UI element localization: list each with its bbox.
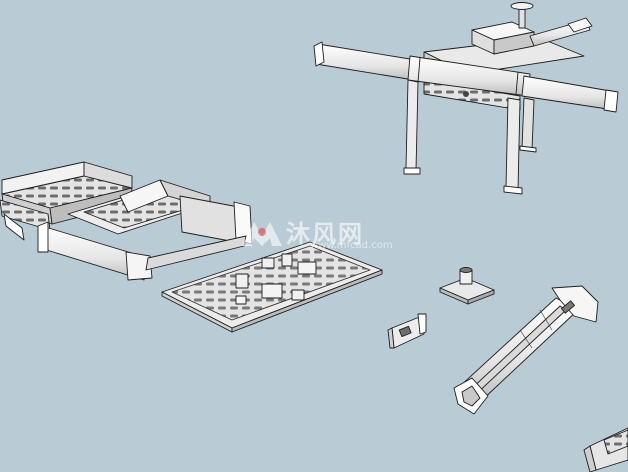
square-mount — [439, 267, 495, 305]
small-bracket — [387, 313, 427, 349]
frame-leg-mid — [505, 97, 521, 191]
mufeng-logo-icon — [242, 222, 282, 246]
circuit-board-plate — [161, 241, 383, 333]
housing-assembly — [37, 179, 253, 281]
top-mount-post — [518, 7, 526, 29]
frame-leg-left — [405, 79, 419, 171]
watermark: 沐风网 www.mfcad.com — [240, 214, 400, 254]
board-components — [235, 253, 317, 305]
frame-assembly — [313, 2, 619, 195]
frame-left-beam — [315, 43, 417, 81]
frame-right-beam — [521, 75, 617, 111]
watermark-url: www.mfcad.com — [310, 240, 393, 251]
corner-piece — [583, 427, 628, 472]
watermark-text: 沐风网 — [286, 220, 364, 248]
arm-tube — [453, 285, 599, 415]
frame-leg-right — [521, 97, 535, 151]
